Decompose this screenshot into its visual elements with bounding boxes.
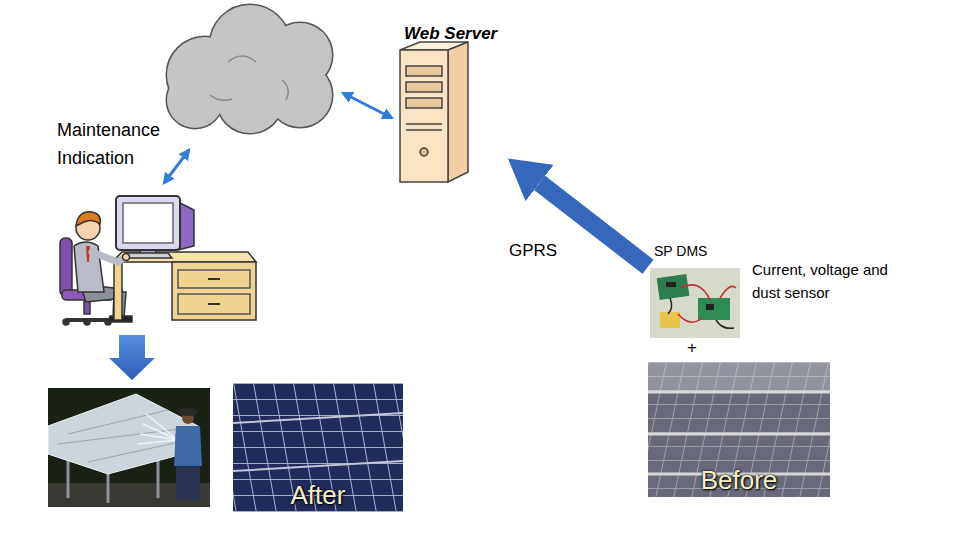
- server-tower: [406, 66, 442, 76]
- cloud-icon: [167, 5, 332, 133]
- washing-photo: [138, 414, 178, 444]
- sensor-photo: [666, 282, 676, 287]
- sensor-photo: [678, 285, 736, 322]
- washing-photo: [176, 466, 200, 500]
- washing-photo: [48, 388, 210, 507]
- before-photo: [648, 362, 830, 497]
- person-at-computer: [112, 252, 256, 262]
- before-photo: [648, 362, 830, 392]
- after-photo: [233, 383, 403, 512]
- person-at-computer: [208, 279, 220, 304]
- cloud-icon: [167, 5, 332, 133]
- after-photo: [233, 383, 403, 512]
- double-arrow: [164, 150, 189, 183]
- cloud-icon: [167, 72, 223, 128]
- photo-before: Before: [648, 362, 830, 497]
- node-heading: SP DMS: [654, 243, 707, 260]
- before-photo: [648, 392, 830, 474]
- web-server: Web Server: [396, 24, 508, 188]
- person-at-computer: [123, 254, 130, 261]
- server-tower: [400, 42, 468, 182]
- sensor-photo: [706, 304, 714, 310]
- sensor-photo: [650, 268, 740, 338]
- double-arrow: [164, 93, 392, 183]
- sensor-photo: [698, 298, 730, 320]
- person-at-computer: [92, 252, 124, 262]
- sensor-description: Current, voltage and dust sensor: [752, 258, 912, 304]
- down-arrow: [109, 335, 155, 380]
- server-tower: [406, 98, 442, 108]
- sensor-photo: [657, 274, 690, 300]
- annotation-label: Maintenance Indication: [57, 116, 179, 172]
- before-photo: [648, 362, 830, 497]
- sensor-photo: [660, 312, 680, 328]
- person-at-computer: [123, 203, 173, 243]
- person-at-computer: [116, 196, 180, 250]
- person-at-computer: [114, 262, 122, 320]
- plus-sign: +: [687, 338, 697, 358]
- photo-after: After: [233, 383, 403, 512]
- person-at-computer: [84, 319, 90, 325]
- washing-photo: [178, 408, 198, 416]
- person-at-computer: [63, 319, 69, 325]
- down-arrow: [109, 335, 155, 380]
- server-tower: [406, 82, 442, 92]
- cloud-icon: [167, 5, 332, 133]
- washing-photo: [176, 434, 181, 442]
- after-photo: [233, 413, 403, 471]
- server-tower: [406, 124, 442, 130]
- server-tower: [420, 148, 428, 156]
- connector-label: GPRS: [506, 241, 560, 261]
- sensor-photo: [650, 268, 740, 338]
- person-at-computer: [60, 196, 256, 325]
- server-tower: [400, 50, 448, 182]
- node-heading: Web Server: [404, 24, 497, 44]
- person-at-computer: [74, 242, 104, 292]
- cloud-icon: [210, 56, 288, 100]
- before-photo: [648, 362, 830, 497]
- person-at-computer: [60, 238, 72, 296]
- sensor-module: SP DMS Current, voltage and dust sensor: [648, 243, 918, 338]
- cloud-icon: [167, 72, 223, 128]
- person-at-computer: [76, 212, 100, 226]
- photo-caption: After: [291, 480, 346, 510]
- server-tower: [448, 42, 468, 182]
- photo-caption: Before: [701, 465, 778, 495]
- washing-photo: [174, 426, 202, 466]
- washing-photo: [48, 388, 210, 507]
- double-arrow: [343, 93, 392, 118]
- sensor-photo: [668, 298, 734, 328]
- person-at-computer: [172, 262, 256, 320]
